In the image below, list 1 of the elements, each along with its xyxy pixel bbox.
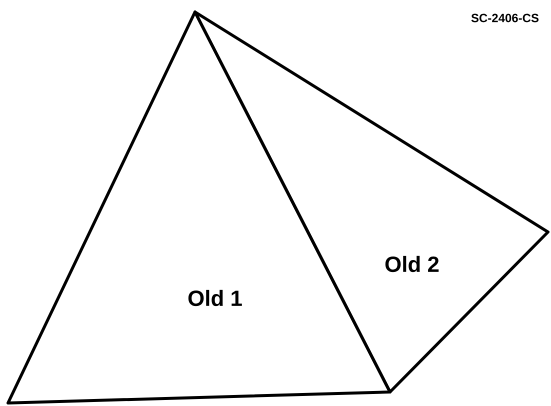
figure-code: SC-2406-CS xyxy=(471,14,539,22)
